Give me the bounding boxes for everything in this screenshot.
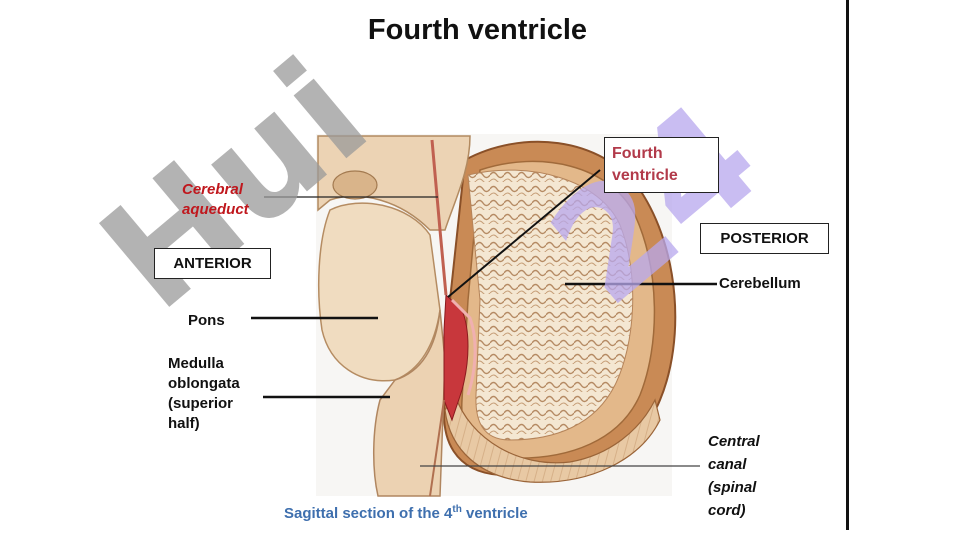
cerebellum-label: Cerebellum bbox=[719, 275, 801, 292]
central-canal-label: Central canal (spinal cord) bbox=[708, 433, 760, 519]
caption-text: Sagittal section of the 4 bbox=[284, 505, 453, 522]
medulla-oblongata-label: Medulla oblongata (superior half) bbox=[168, 355, 240, 432]
page-right-border bbox=[846, 0, 849, 530]
aqueduct-channel bbox=[430, 139, 448, 296]
central-canal-channel bbox=[429, 399, 445, 497]
cerebral-aqueduct-label: Cerebral aqueduct bbox=[182, 181, 249, 218]
anterior-label: ANTERIOR bbox=[154, 248, 271, 279]
cerebellum-lower-folia bbox=[444, 393, 661, 483]
pons-label: Pons bbox=[188, 312, 225, 329]
caption-superscript: th bbox=[452, 504, 462, 515]
fourth-ventricle-pointer bbox=[447, 169, 601, 298]
ventricle-lining bbox=[450, 298, 477, 396]
fourth-ventricle-label: Fourth ventricle bbox=[604, 137, 719, 193]
brainstem bbox=[373, 309, 446, 497]
caption-suffix: ventricle bbox=[461, 505, 528, 522]
figure-caption: Sagittal section of the 4th ventricle bbox=[284, 504, 528, 522]
arbor-vitae bbox=[467, 169, 634, 441]
posterior-label: POSTERIOR bbox=[700, 223, 829, 254]
colliculus bbox=[332, 170, 378, 200]
fourth-ventricle-cavity bbox=[443, 293, 469, 422]
page-title: Fourth ventricle bbox=[367, 14, 588, 46]
pons-shape bbox=[317, 202, 441, 382]
